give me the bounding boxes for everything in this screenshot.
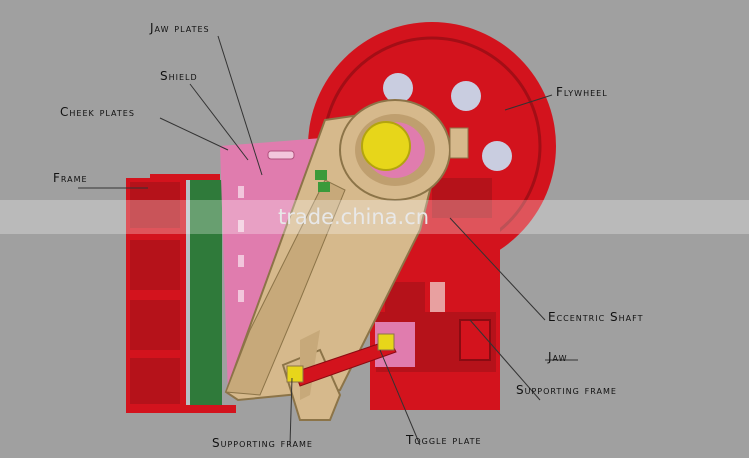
toggle-plate — [286, 333, 397, 387]
left-frame — [126, 174, 220, 412]
label-frame: Frame — [53, 171, 88, 185]
watermark-text: trade.china.cn — [278, 205, 430, 229]
leader-lines — [78, 35, 578, 446]
flywheel-hole — [451, 81, 481, 111]
label-jaw-plates: Jaw plates — [150, 21, 210, 35]
label-eccentric-shaft: Eccentric Shaft — [548, 310, 644, 324]
flywheel-hole — [482, 141, 512, 171]
shield — [315, 170, 330, 192]
label-shield: Shield — [160, 69, 198, 83]
fixed-jaw-plate — [186, 180, 222, 405]
label-toggle-plate: Toggle plate — [406, 433, 482, 447]
label-jaw: Jaw — [548, 350, 568, 364]
label-supporting-frame-right: Supporting frame — [516, 383, 617, 397]
label-cheek-plates: Cheek plates — [60, 105, 135, 119]
flywheel-hole — [383, 73, 413, 103]
base-plate — [126, 405, 236, 413]
watermark-band — [0, 200, 749, 234]
label-supporting-frame-bottom: Supporting frame — [212, 436, 313, 450]
right-frame — [370, 175, 500, 410]
eccentric-shaft — [339, 99, 469, 201]
label-flywheel: Flywheel — [556, 85, 608, 99]
